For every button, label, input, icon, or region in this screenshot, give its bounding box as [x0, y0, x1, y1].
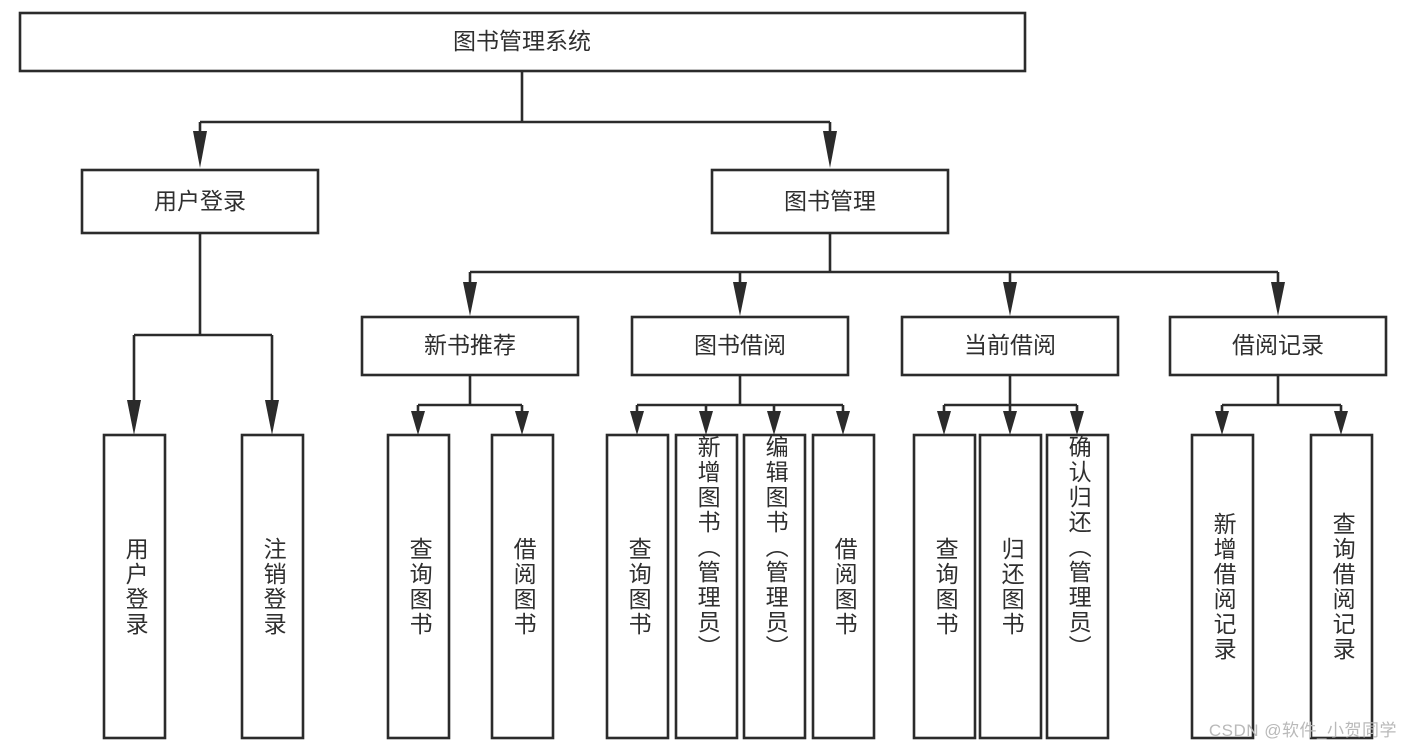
borrow-record-label: 借阅记录 — [1232, 332, 1324, 358]
new-book-recommend-box — [360, 315, 580, 377]
node-borrow-record[interactable]: 借阅记录 — [1168, 315, 1388, 377]
book-borrow-box — [630, 315, 850, 377]
edges-root-to-level2 — [193, 71, 837, 168]
arrow-leaf-query-book-1 — [411, 411, 425, 435]
leaf-user-login-box[interactable] — [102, 433, 167, 740]
node-current-borrow[interactable]: 当前借阅 — [900, 315, 1120, 377]
current-borrow-box — [900, 315, 1120, 377]
watermark: CSDN @软件_小贺同学 — [1208, 721, 1397, 740]
edges-book-borrow-to-leaves — [630, 375, 850, 435]
arrow-leaf-user-login — [127, 400, 141, 435]
arrow-book-manage — [823, 131, 837, 168]
user-login-label: 用户登录 — [154, 188, 246, 214]
arrow-leaf-query-book-2 — [630, 411, 644, 435]
book-manage-label: 图书管理 — [784, 188, 876, 214]
arrow-current-borrow — [1003, 282, 1017, 316]
arrow-leaf-query-record — [1334, 411, 1348, 435]
arrow-leaf-return-book — [1003, 411, 1017, 435]
arrow-leaf-borrow-book-1 — [515, 411, 529, 435]
new-book-recommend-label: 新书推荐 — [424, 332, 516, 358]
edges-new-book-to-leaves — [411, 375, 529, 435]
edges-book-manage-to-level3 — [463, 233, 1285, 316]
leaf-logout-box[interactable] — [240, 433, 305, 740]
node-user-login[interactable]: 用户登录 — [80, 168, 320, 235]
book-borrow-label: 图书借阅 — [694, 332, 786, 358]
leaf-borrow-book-2-box[interactable] — [811, 433, 876, 740]
leaf-boxes-borrow-record — [1190, 433, 1374, 740]
arrow-user-login — [193, 131, 207, 168]
arrow-book-borrow — [733, 282, 747, 316]
leaf-query-book-1-box[interactable] — [386, 433, 451, 740]
leaf-query-record-box[interactable] — [1309, 433, 1374, 740]
leaf-return-book-box[interactable] — [978, 433, 1043, 740]
edges-user-login-to-leaves — [127, 233, 279, 435]
arrow-leaf-add-record — [1215, 411, 1229, 435]
arrow-leaf-query-book-3 — [937, 411, 951, 435]
edges-current-borrow-to-leaves — [937, 375, 1084, 435]
leaf-edit-book-box[interactable] — [742, 433, 807, 740]
node-new-book-recommend[interactable]: 新书推荐 — [360, 315, 580, 377]
arrow-borrow-record — [1271, 282, 1285, 316]
leaf-add-book-box[interactable] — [674, 433, 739, 740]
leaf-boxes-book-borrow — [605, 433, 876, 740]
arrow-leaf-add-book — [699, 411, 713, 435]
edges-borrow-record-to-leaves — [1215, 375, 1348, 435]
arrow-new-book-recommend — [463, 282, 477, 316]
leaf-confirm-return-box[interactable] — [1045, 433, 1110, 740]
leaf-add-record-box[interactable] — [1190, 433, 1255, 740]
node-book-manage[interactable]: 图书管理 — [710, 168, 950, 235]
node-root[interactable]: 图书管理系统 — [18, 11, 1027, 73]
arrow-leaf-logout — [265, 400, 279, 435]
arrow-leaf-borrow-book-2 — [836, 411, 850, 435]
borrow-record-box — [1168, 315, 1388, 377]
leaf-query-book-3-box[interactable] — [912, 433, 977, 740]
leaf-boxes-new-book-recommend — [386, 433, 555, 740]
book-manage-box — [710, 168, 950, 235]
leaf-boxes-current-borrow — [912, 433, 1110, 740]
arrow-leaf-confirm-return — [1070, 411, 1084, 435]
leaf-boxes-user-login — [102, 433, 305, 740]
root-box — [18, 11, 1027, 73]
leaf-borrow-book-1-box[interactable] — [490, 433, 555, 740]
current-borrow-label: 当前借阅 — [964, 332, 1056, 358]
root-label: 图书管理系统 — [453, 28, 591, 54]
leaf-query-book-2-box[interactable] — [605, 433, 670, 740]
node-book-borrow[interactable]: 图书借阅 — [630, 315, 850, 377]
arrow-leaf-edit-book — [767, 411, 781, 435]
